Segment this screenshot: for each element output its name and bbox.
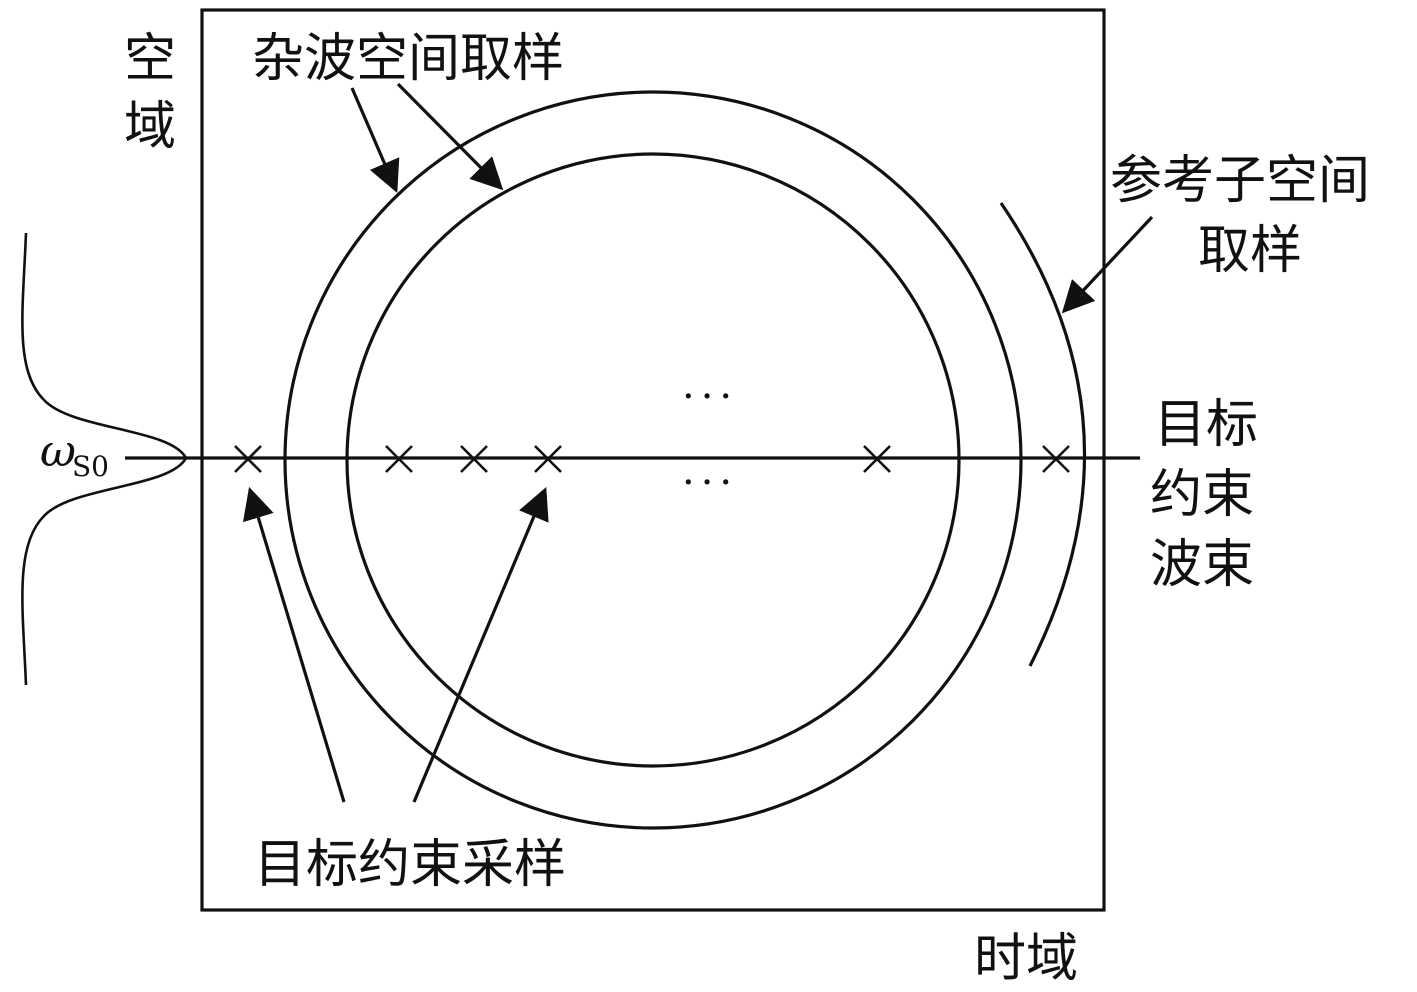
sample-marks (234, 445, 1070, 473)
target-beam-label-line1: 目标 (1154, 395, 1258, 455)
time-domain-label: 时域 (974, 929, 1078, 989)
reference-sampling-label-line2: 取样 (1198, 221, 1302, 281)
ellipsis-bottom: ··· (682, 460, 738, 506)
arrow-reference-arc (1061, 215, 1154, 314)
reference-sampling-label-line1: 参考子空间 (1110, 151, 1370, 211)
clutter-inner-ring (345, 152, 961, 768)
arrow-clutter-inner (396, 82, 504, 191)
target-beam-label-line3: 波束 (1150, 535, 1254, 595)
arrow-target-sample-1 (242, 486, 346, 803)
spatial-domain-label-top: 空 (124, 29, 176, 89)
arrow-target-sample-2 (412, 487, 549, 803)
spatial-domain-label-bottom: 域 (124, 97, 176, 157)
sample-cross-mark (460, 445, 488, 473)
clutter-sampling-label: 杂波空间取样 (252, 29, 564, 89)
sample-cross-mark (534, 445, 562, 473)
target-constraint-sampling-label: 目标约束采样 (254, 835, 566, 895)
omega-subscript: S0 (72, 450, 109, 483)
clutter-outer-ring (283, 90, 1023, 830)
sample-cross-mark (1042, 445, 1070, 473)
omega-symbol: ω (40, 426, 76, 477)
sample-cross-mark (863, 445, 891, 473)
sample-cross-mark (385, 445, 413, 473)
arrow-clutter-outer (350, 87, 400, 193)
sample-cross-mark (234, 445, 262, 473)
beam-pattern-curve (21, 232, 188, 686)
ellipsis-top: ··· (682, 374, 738, 420)
target-beam-label-line2: 约束 (1150, 465, 1254, 525)
domain-frame (200, 8, 1106, 912)
reference-subspace-arc (999, 202, 1087, 667)
